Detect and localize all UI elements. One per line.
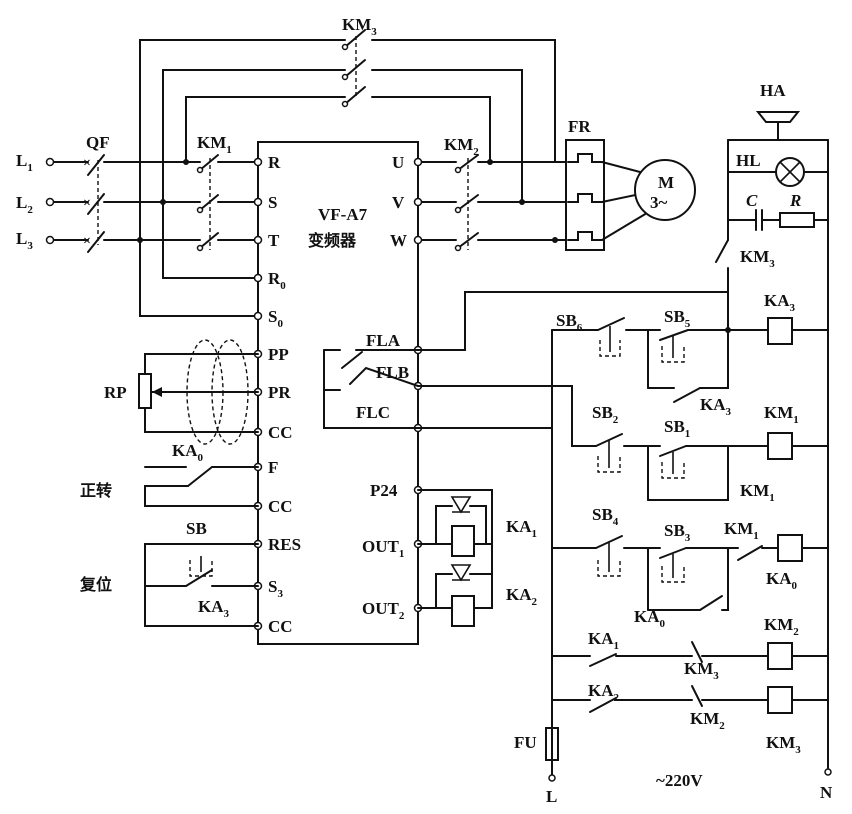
- svg-text:OUT2: OUT2: [362, 599, 405, 622]
- svg-text:HL: HL: [736, 151, 761, 170]
- svg-text:CC: CC: [268, 423, 293, 442]
- breaker-qf: QF × × ×: [53, 133, 201, 253]
- svg-text:SB1: SB1: [664, 417, 690, 440]
- svg-text:×: ×: [83, 156, 91, 171]
- inverter-right-terminals: U V W FLA FLB FLC P24 OUT1 OUT2: [356, 153, 409, 622]
- svg-text:F: F: [268, 458, 278, 477]
- svg-text:V: V: [392, 193, 405, 212]
- svg-text:KM1: KM1: [764, 403, 799, 426]
- svg-text:W: W: [390, 231, 407, 250]
- svg-text:KA3: KA3: [764, 291, 796, 314]
- supply-terminals: L1 L2 L3: [16, 151, 55, 252]
- svg-text:KA1: KA1: [506, 517, 537, 540]
- svg-text:SB5: SB5: [664, 307, 691, 330]
- svg-text:PP: PP: [268, 345, 289, 364]
- svg-text:L: L: [546, 787, 557, 806]
- svg-text:L2: L2: [16, 193, 33, 216]
- potentiometer-rp: RP: [104, 339, 259, 445]
- svg-text:KM3: KM3: [766, 733, 801, 756]
- svg-text:SB: SB: [186, 519, 207, 538]
- svg-text:KA3: KA3: [198, 597, 230, 620]
- svg-text:FR: FR: [568, 117, 591, 136]
- inverter-left-terminals: R S T R0 S0 PP PR CC F CC RES S3 CC: [268, 153, 301, 636]
- svg-text:KM1: KM1: [740, 481, 775, 504]
- km3-bypass: KM3: [137, 15, 556, 243]
- svg-text:SB4: SB4: [592, 505, 619, 528]
- overload-relay-fr: FR: [565, 117, 653, 251]
- svg-text:OUT1: OUT1: [362, 537, 404, 560]
- reset-switches: SB 复位 KA3: [79, 519, 259, 627]
- svg-text:HA: HA: [760, 81, 786, 100]
- svg-text:R0: R0: [268, 269, 286, 292]
- svg-text:RP: RP: [104, 383, 127, 402]
- fault-relay-contact: [323, 349, 419, 429]
- output-relays: KA1 KA2: [417, 489, 538, 627]
- svg-text:3~: 3~: [650, 193, 668, 212]
- svg-text:PR: PR: [268, 383, 291, 402]
- svg-text:KA0: KA0: [766, 569, 798, 592]
- svg-text:N: N: [820, 783, 833, 802]
- motor: M 3~: [634, 159, 696, 221]
- svg-text:R: R: [268, 153, 281, 172]
- svg-text:SB6: SB6: [556, 311, 583, 334]
- svg-text:KA0: KA0: [172, 441, 204, 464]
- km2-contacts: KM2: [421, 135, 569, 252]
- svg-text:L1: L1: [16, 151, 33, 174]
- svg-text:SB3: SB3: [664, 521, 691, 544]
- forward-switch-ka0: KA0 正转: [80, 441, 259, 507]
- inverter-model: VF-A7: [318, 205, 368, 224]
- svg-text:RES: RES: [268, 535, 301, 554]
- svg-text:KM3: KM3: [684, 659, 719, 682]
- svg-text:×: ×: [83, 234, 91, 249]
- svg-text:KA2: KA2: [588, 681, 620, 704]
- svg-text:KM2: KM2: [690, 709, 725, 732]
- svg-text:C: C: [746, 191, 758, 210]
- svg-text:KM2: KM2: [444, 135, 479, 158]
- svg-text:S0: S0: [268, 307, 283, 330]
- svg-text:KM3: KM3: [740, 247, 775, 270]
- svg-text:L3: L3: [16, 229, 33, 252]
- control-ladder: HA HL C R KM3 SB6 SB5 KA3: [417, 81, 833, 806]
- svg-text:FLC: FLC: [356, 403, 390, 422]
- svg-text:KA1: KA1: [588, 629, 619, 652]
- svg-text:U: U: [392, 153, 404, 172]
- svg-text:KA0: KA0: [634, 607, 666, 630]
- svg-text:KM1: KM1: [724, 519, 759, 542]
- svg-text:KA3: KA3: [700, 395, 732, 418]
- svg-text:M: M: [658, 173, 674, 192]
- reset-label: 复位: [79, 575, 112, 594]
- svg-text:S: S: [268, 193, 277, 212]
- svg-text:KA2: KA2: [506, 585, 538, 608]
- svg-text:FU: FU: [514, 733, 537, 752]
- inverter-name: 变频器: [308, 231, 357, 250]
- svg-text:×: ×: [83, 196, 91, 211]
- svg-text:T: T: [268, 231, 280, 250]
- svg-text:KM1: KM1: [197, 133, 232, 156]
- svg-text:KM3: KM3: [342, 15, 377, 38]
- svg-text:KM2: KM2: [764, 615, 799, 638]
- svg-text:FLB: FLB: [376, 363, 409, 382]
- svg-text:P24: P24: [370, 481, 398, 500]
- inverter-box: VF-A7 变频器 R S T R0 S0 PP PR CC F CC RES …: [253, 141, 423, 645]
- svg-text:CC: CC: [268, 497, 293, 516]
- svg-text:SB2: SB2: [592, 403, 619, 426]
- svg-text:CC: CC: [268, 617, 293, 636]
- forward-label: 正转: [80, 481, 112, 500]
- km1-contacts: KM1: [196, 133, 259, 252]
- svg-text:S3: S3: [268, 577, 283, 600]
- svg-text:QF: QF: [86, 133, 110, 152]
- svg-text:R: R: [789, 191, 801, 210]
- svg-text:FLA: FLA: [366, 331, 401, 350]
- supply-voltage: ~220V: [656, 771, 703, 790]
